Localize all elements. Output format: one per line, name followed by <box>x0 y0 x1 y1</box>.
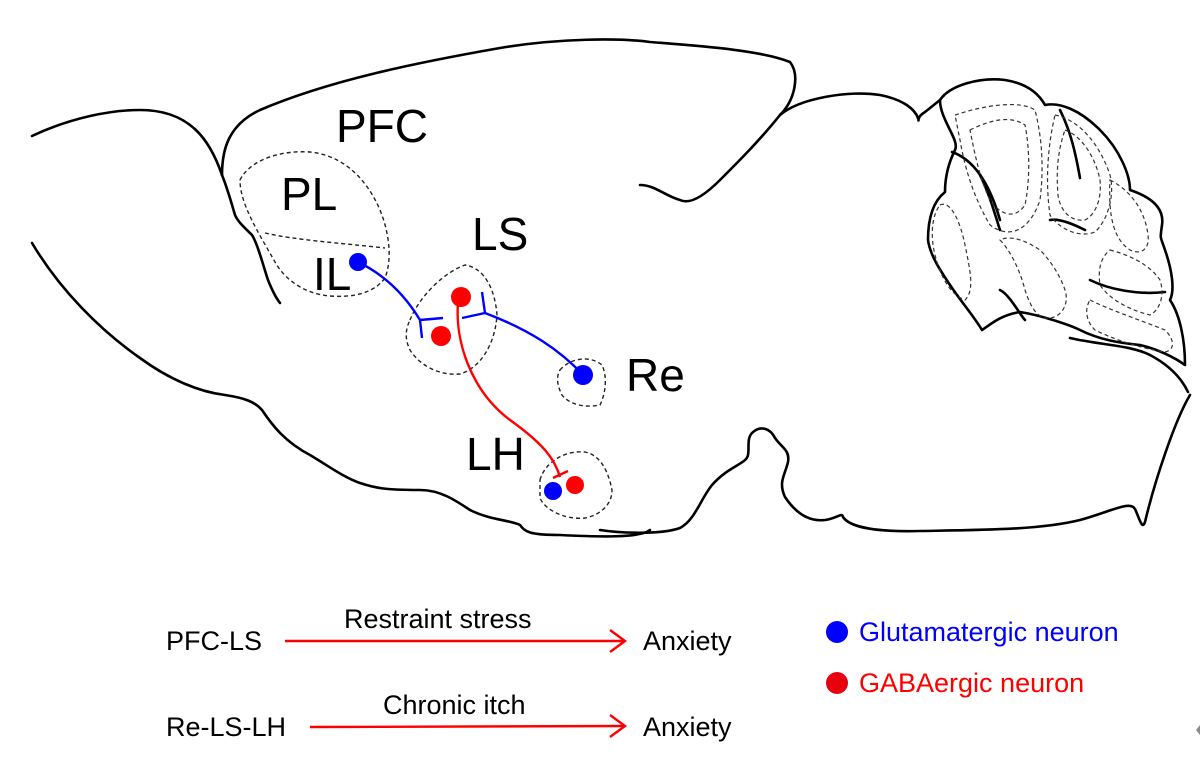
neuron-ls-gabaergic-1 <box>451 287 471 307</box>
neuron-lh-gabaergic <box>566 476 584 494</box>
lh-region-border <box>539 451 613 519</box>
inhibitory-terminal-lh <box>552 469 569 480</box>
pathway-2: Re-LS-LH Chronic itch Anxiety <box>166 690 732 742</box>
legend-dot-glutamatergic <box>826 621 848 643</box>
neuron-ls-gabaergic-2 <box>431 326 451 346</box>
olfactory-bulb-outline <box>30 108 224 177</box>
pathway-arrow-line <box>309 724 624 729</box>
pl-il-divider <box>264 232 386 249</box>
projection-re-to-ls <box>484 311 584 376</box>
neuron-il-glutamatergic <box>349 253 367 271</box>
pathway-outcome: Anxiety <box>643 712 732 742</box>
pathway-condition: Chronic itch <box>383 690 526 720</box>
pathway-outcome: Anxiety <box>643 626 732 656</box>
region-label-lh: LH <box>466 428 525 480</box>
neuron-re-glutamatergic <box>573 365 593 385</box>
re-region-border <box>556 358 607 407</box>
olfactory-bulb-lower-outline <box>30 241 652 538</box>
cerebellum <box>926 78 1187 367</box>
legend-dot-gabaergic <box>826 672 848 694</box>
synapse-re-ls <box>461 291 487 320</box>
pathway-condition: Restraint stress <box>344 604 532 634</box>
edge-arrow-icon <box>1196 725 1200 735</box>
region-label-re: Re <box>626 349 685 401</box>
synapse-il-ls <box>418 316 444 339</box>
ls-region-border <box>405 264 498 375</box>
cortex-outline <box>220 38 797 203</box>
region-label-il: IL <box>313 248 351 300</box>
pl-il-region-border <box>239 151 390 298</box>
arrow-head-icon <box>609 629 628 653</box>
legend-label-glutamatergic: Glutamatergic neuron <box>859 617 1119 647</box>
ventral-outline <box>598 393 1192 535</box>
region-label-pl: PL <box>281 168 337 220</box>
projection-ls-to-lh <box>456 302 562 478</box>
neuron-lh-glutamatergic <box>544 482 562 500</box>
brainstem-outline <box>1068 336 1190 394</box>
legend-label-gabaergic: GABAergic neuron <box>859 668 1084 698</box>
midbrain-outline <box>778 92 942 122</box>
pathway-source: Re-LS-LH <box>166 712 286 742</box>
region-label-ls: LS <box>472 208 528 260</box>
pathway-1: PFC-LS Restraint stress Anxiety <box>166 604 732 656</box>
region-label-pfc: PFC <box>336 100 428 152</box>
pathway-source: PFC-LS <box>166 626 262 656</box>
frontal-outline <box>220 173 282 305</box>
arrow-head-icon <box>609 714 628 738</box>
legend: Glutamatergic neuron GABAergic neuron <box>826 617 1119 698</box>
